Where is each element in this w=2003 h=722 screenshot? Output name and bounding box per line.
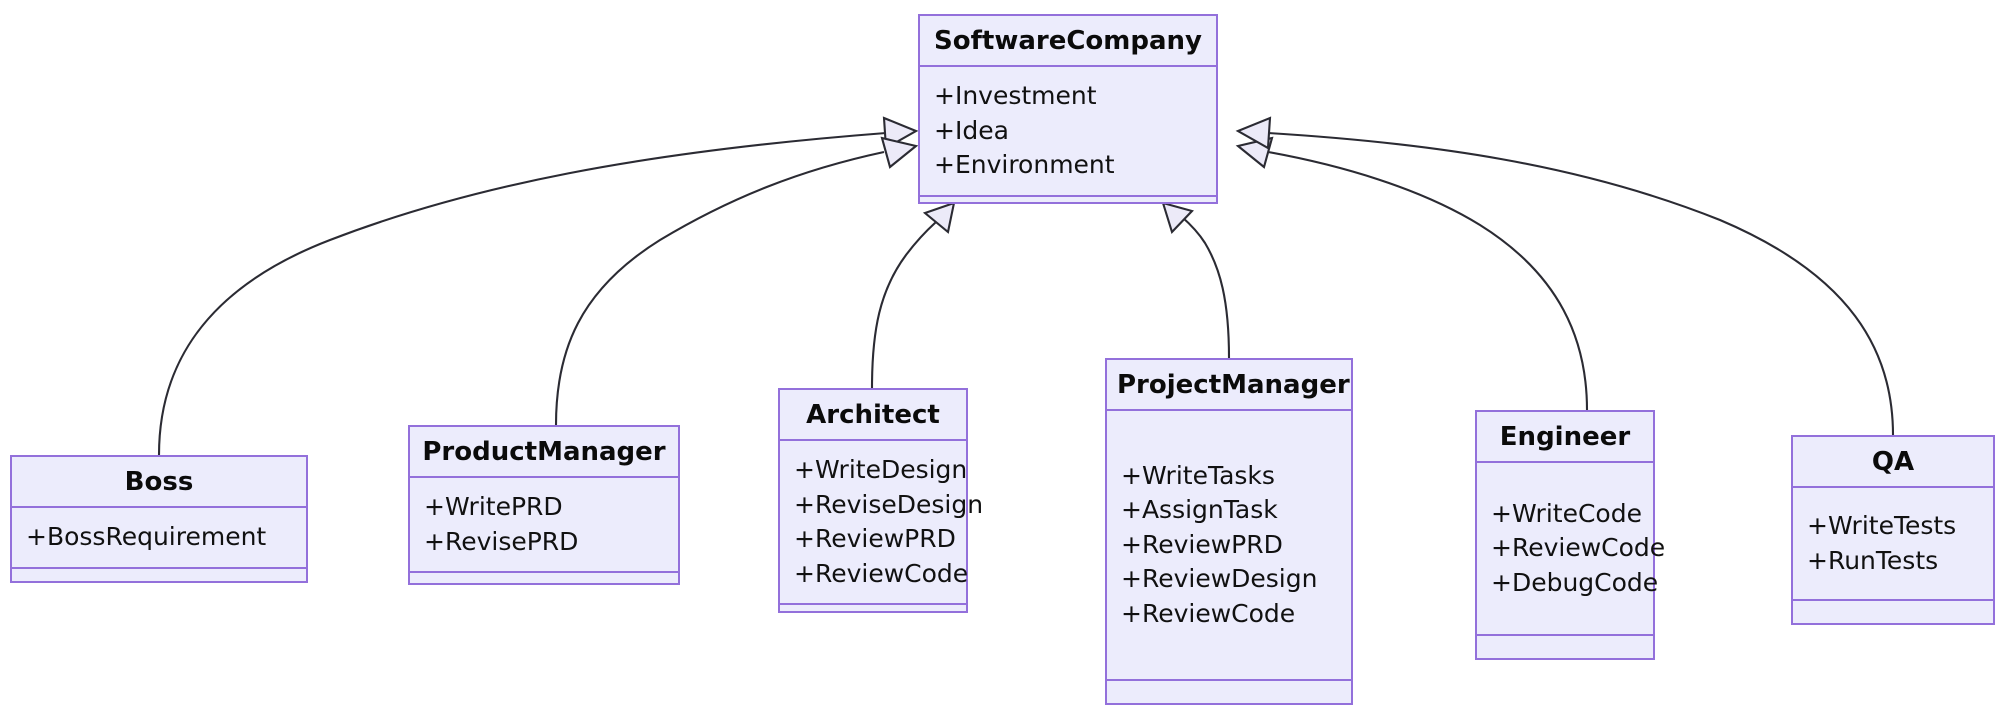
class-methods-projectmanager xyxy=(1107,681,1351,703)
attribute-row: +ReviewCode xyxy=(1121,598,1296,628)
attribute-row: +ReviseDesign xyxy=(794,489,984,519)
attribute-row: +AssignTask xyxy=(1121,495,1278,525)
class-attributes-productmanager: +WritePRD +RevisePRD xyxy=(410,478,678,573)
class-box-productmanager[interactable]: ProductManager +WritePRD +RevisePRD xyxy=(408,425,680,585)
class-box-boss[interactable]: Boss +BossRequirement xyxy=(10,455,308,583)
class-title-qa: QA xyxy=(1793,437,1993,488)
class-methods-architect xyxy=(780,605,966,627)
attribute-row: +Investment xyxy=(934,81,1097,110)
class-title-boss: Boss xyxy=(12,457,306,508)
class-attributes-projectmanager: +WriteTasks +AssignTask +ReviewPRD +Revi… xyxy=(1107,411,1351,681)
class-box-qa[interactable]: QA +WriteTests +RunTests xyxy=(1791,435,1995,625)
class-box-softwarecompany[interactable]: SoftwareCompany +Investment +Idea +Envir… xyxy=(918,14,1218,204)
class-attributes-architect: +WriteDesign +ReviseDesign +ReviewPRD +R… xyxy=(780,441,984,605)
class-methods-engineer xyxy=(1477,636,1653,658)
class-title-projectmanager: ProjectManager xyxy=(1107,360,1351,411)
class-title-productmanager: ProductManager xyxy=(410,427,678,478)
class-attributes-softwarecompany: +Investment +Idea +Environment xyxy=(920,67,1216,197)
class-title-engineer: Engineer xyxy=(1477,412,1653,463)
attribute-row: +WriteTests xyxy=(1807,511,1957,540)
class-methods-qa xyxy=(1793,601,1993,623)
class-box-architect[interactable]: Architect +WriteDesign +ReviseDesign +Re… xyxy=(778,388,984,613)
attribute-row: +RevisePRD xyxy=(424,526,579,556)
attribute-row: +WriteDesign xyxy=(794,455,968,484)
attribute-row: +ReviewCode xyxy=(794,558,969,588)
edge-projectmanager-to-softwarecompany xyxy=(1181,216,1231,359)
attribute-row: +RunTests xyxy=(1807,545,1939,575)
attribute-row: +ReviewDesign xyxy=(1121,564,1318,594)
attribute-row: +Environment xyxy=(934,150,1115,179)
class-methods-productmanager xyxy=(410,573,678,595)
generalization-arrowhead-productmanager xyxy=(880,136,919,169)
attribute-row: +ReviewCode xyxy=(1491,533,1666,563)
class-methods-boss xyxy=(12,569,306,591)
edge-boss-to-softwarecompany xyxy=(157,131,887,456)
class-box-engineer[interactable]: Engineer +WriteCode +ReviewCode +DebugCo… xyxy=(1475,410,1666,660)
class-attributes-boss: +BossRequirement xyxy=(12,508,306,569)
class-attributes-engineer: +WriteCode +ReviewCode +DebugCode xyxy=(1477,463,1666,636)
edge-productmanager-to-softwarecompany xyxy=(554,150,885,426)
edge-qa-to-softwarecompany xyxy=(1267,131,1895,436)
attribute-row: +ReviewPRD xyxy=(1121,529,1283,559)
attribute-row: +WriteTasks xyxy=(1121,460,1275,490)
generalization-arrowhead-engineer xyxy=(1235,136,1274,169)
attribute-row: +WriteCode xyxy=(1491,498,1642,528)
class-attributes-qa: +WriteTests +RunTests xyxy=(1793,488,1993,601)
class-title-softwarecompany: SoftwareCompany xyxy=(920,16,1216,67)
generalization-arrowhead-boss xyxy=(882,116,919,150)
attribute-row: +BossRequirement xyxy=(26,522,267,551)
generalization-arrowhead-qa xyxy=(1235,116,1272,150)
edge-architect-to-softwarecompany xyxy=(870,221,937,389)
class-box-projectmanager[interactable]: ProjectManager +WriteTasks +AssignTask +… xyxy=(1105,358,1353,705)
attribute-row: +Idea xyxy=(934,115,1009,145)
class-title-architect: Architect xyxy=(780,390,966,441)
class-methods-softwarecompany xyxy=(920,197,1216,219)
attribute-row: +DebugCode xyxy=(1491,567,1659,597)
attribute-row: +WritePRD xyxy=(424,492,563,521)
attribute-row: +ReviewPRD xyxy=(794,524,956,553)
